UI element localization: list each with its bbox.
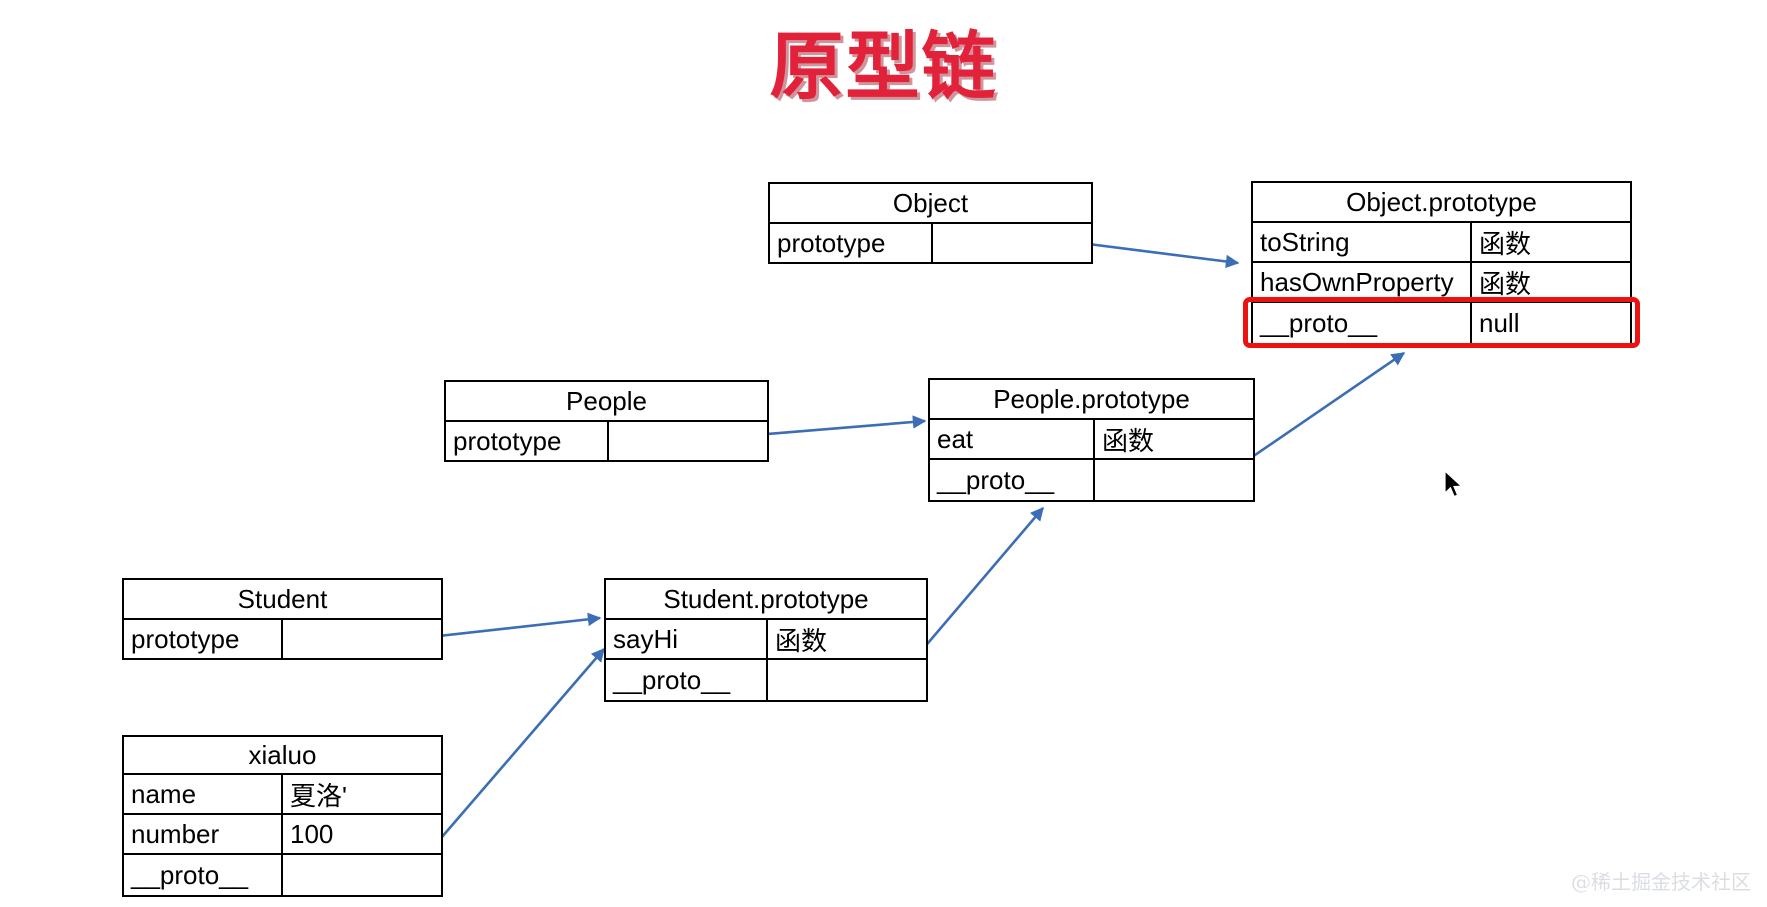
cell-value [283, 620, 441, 658]
table-row: number 100 [124, 815, 441, 855]
cell-key: hasOwnProperty [1253, 263, 1472, 301]
table-row: eat 函数 [930, 420, 1253, 460]
cell-key: eat [930, 420, 1095, 458]
table-people-prototype: People.prototype eat 函数 __proto__ [928, 378, 1255, 502]
table-xialuo: xialuo name 夏洛' number 100 __proto__ [122, 735, 443, 897]
table-object: Object prototype [768, 182, 1093, 264]
cell-value: null [1479, 307, 1520, 338]
table-row: __proto__ [124, 855, 441, 895]
table-people: People prototype [444, 380, 769, 462]
table-object-prototype: Object.prototype toString 函数 hasOwnPrope… [1251, 181, 1632, 345]
watermark: @稀土掘金技术社区 [1571, 870, 1751, 894]
cell-key: __proto__ [1253, 303, 1472, 343]
cell-value [933, 224, 1091, 262]
table-student: Student prototype [122, 578, 443, 660]
table-student-prototype: Student.prototype sayHi 函数 __proto__ [604, 578, 928, 702]
table-people-header: People [446, 382, 767, 422]
table-row: sayHi 函数 [606, 620, 926, 660]
cell-value [768, 660, 926, 700]
cell-key: __proto__ [606, 660, 768, 700]
cell-key: prototype [770, 224, 933, 262]
cell-value [609, 422, 767, 460]
cell-key: prototype [446, 422, 609, 460]
cell-key: name [124, 775, 283, 813]
table-row: prototype [124, 620, 441, 658]
cell-value: 夏洛' [290, 780, 347, 811]
cell-value: 函数 [775, 625, 828, 656]
table-row: toString 函数 [1253, 223, 1630, 263]
table-student-prototype-header: Student.prototype [606, 580, 926, 620]
table-row: prototype [446, 422, 767, 460]
table-row: __proto__ [930, 460, 1253, 500]
table-row: __proto__ null [1253, 303, 1630, 343]
cell-value: 函数 [1102, 425, 1155, 456]
cell-key: __proto__ [930, 460, 1095, 500]
table-object-prototype-header: Object.prototype [1253, 183, 1630, 223]
cell-value [1095, 460, 1253, 500]
table-row: prototype [770, 224, 1091, 262]
cell-key: number [124, 815, 283, 853]
page-title: 原型链 [769, 25, 998, 108]
table-student-header: Student [124, 580, 441, 620]
cell-value [283, 855, 441, 895]
cell-key: sayHi [606, 620, 768, 658]
table-row: name 夏洛' [124, 775, 441, 815]
cell-value: 函数 [1479, 228, 1532, 259]
table-people-prototype-header: People.prototype [930, 380, 1253, 420]
cell-key: prototype [124, 620, 283, 658]
table-object-header: Object [770, 184, 1091, 224]
cell-value: 100 [290, 818, 334, 849]
cell-key: __proto__ [124, 855, 283, 895]
table-xialuo-header: xialuo [124, 737, 441, 775]
cell-key: toString [1253, 223, 1472, 261]
cell-value: 函数 [1479, 268, 1532, 299]
mouse-cursor-icon [1444, 470, 1463, 498]
table-row: hasOwnProperty 函数 [1253, 263, 1630, 303]
table-row: __proto__ [606, 660, 926, 700]
